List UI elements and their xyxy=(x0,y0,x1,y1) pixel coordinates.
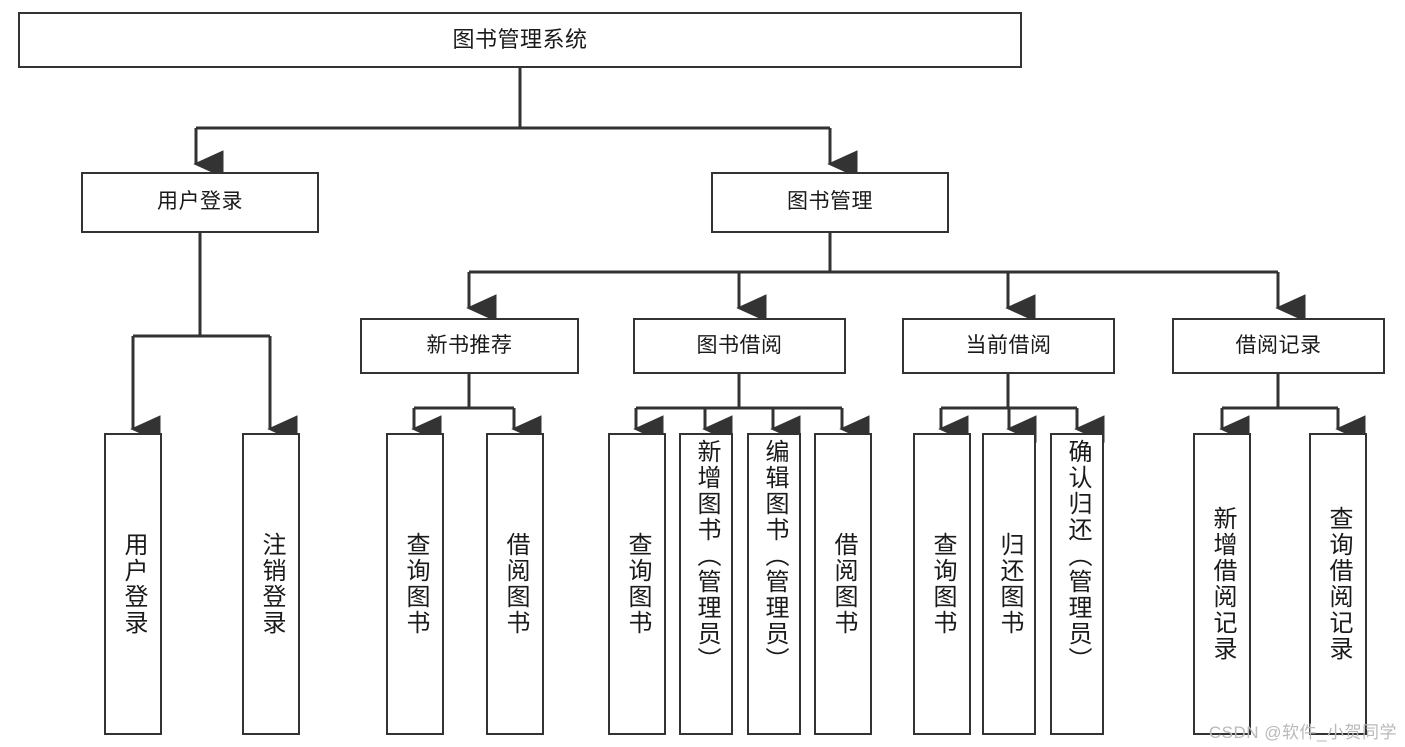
leaf-user-login-login[interactable]: 用户登录 xyxy=(104,433,162,735)
node-label: 新增图书（管理员） xyxy=(693,439,720,673)
node-label: 借阅图书 xyxy=(830,532,857,636)
node-label: 归还图书 xyxy=(996,532,1023,636)
leaf-user-login-logout[interactable]: 注销登录 xyxy=(242,433,300,735)
leaf-book-borrow-query-book[interactable]: 查询图书 xyxy=(608,433,666,735)
leaf-new-book-query-book[interactable]: 查询图书 xyxy=(386,433,444,735)
node-label: 编辑图书（管理员） xyxy=(761,439,788,673)
leaf-book-borrow-edit-book-admin[interactable]: 编辑图书（管理员） xyxy=(747,433,801,735)
node-label: 查询图书 xyxy=(929,532,956,636)
leaf-borrow-record-query-record[interactable]: 查询借阅记录 xyxy=(1309,433,1367,735)
node-label: 注销登录 xyxy=(258,532,285,636)
node-label: 借阅图书 xyxy=(502,532,529,636)
node-root-book-management-system[interactable]: 图书管理系统 xyxy=(18,12,1022,68)
leaf-current-borrow-query-book[interactable]: 查询图书 xyxy=(913,433,971,735)
node-label: 查询图书 xyxy=(624,532,651,636)
node-label: 当前借阅 xyxy=(965,333,1052,357)
node-label: 查询借阅记录 xyxy=(1325,506,1352,662)
leaf-current-borrow-confirm-return-admin[interactable]: 确认归还（管理员） xyxy=(1050,433,1104,735)
leaf-new-book-borrow-book[interactable]: 借阅图书 xyxy=(486,433,544,735)
node-book-management[interactable]: 图书管理 xyxy=(711,172,949,233)
leaf-borrow-record-add-record[interactable]: 新增借阅记录 xyxy=(1193,433,1251,735)
watermark: CSDN @软件_小贺同学 xyxy=(1208,723,1397,742)
leaf-current-borrow-return-book[interactable]: 归还图书 xyxy=(982,433,1036,735)
node-label: 图书管理 xyxy=(787,190,873,214)
leaf-book-borrow-add-book-admin[interactable]: 新增图书（管理员） xyxy=(679,433,733,735)
node-book-borrow[interactable]: 图书借阅 xyxy=(633,318,846,374)
node-borrow-record[interactable]: 借阅记录 xyxy=(1172,318,1385,374)
node-label: 图书借阅 xyxy=(696,333,783,357)
node-label: 图书管理系统 xyxy=(452,27,588,53)
node-new-book-recommend[interactable]: 新书推荐 xyxy=(360,318,579,374)
node-label: 用户登录 xyxy=(120,532,147,636)
leaf-book-borrow-borrow-book[interactable]: 借阅图书 xyxy=(814,433,872,735)
node-label: 借阅记录 xyxy=(1235,333,1322,357)
node-label: 查询图书 xyxy=(402,532,429,636)
node-label: 确认归还（管理员） xyxy=(1064,439,1091,673)
node-label: 新增借阅记录 xyxy=(1209,506,1236,662)
node-current-borrow[interactable]: 当前借阅 xyxy=(902,318,1115,374)
node-label: 用户登录 xyxy=(157,190,243,214)
node-user-login[interactable]: 用户登录 xyxy=(81,172,319,233)
node-label: 新书推荐 xyxy=(426,333,513,357)
